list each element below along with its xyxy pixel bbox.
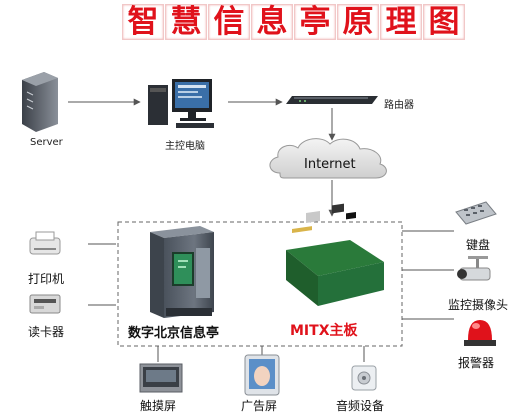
internet-label: Internet [304, 157, 356, 172]
title-char: 理 [380, 4, 422, 40]
server-label: Server [30, 137, 63, 148]
title-char: 信 [208, 4, 250, 40]
keyboard-icon [455, 201, 497, 225]
host-pc-icon [148, 79, 214, 128]
audio-icon [351, 365, 377, 391]
card-reader-label: 读卡器 [28, 325, 65, 339]
touchscreen-icon [139, 363, 183, 393]
title-char: 原 [337, 4, 379, 40]
touchscreen-label: 触摸屏 [140, 399, 177, 413]
title-char: 亭 [294, 4, 336, 40]
alarm-icon [464, 320, 496, 346]
kiosk-system-boundary [117, 221, 403, 347]
mainboard-label: MITX主板 [290, 323, 358, 339]
ad-screen-label: 广告屏 [241, 399, 278, 413]
title-char: 慧 [165, 4, 207, 40]
mainboard-icon [286, 203, 384, 306]
card-reader-icon [29, 294, 61, 314]
kiosk-label: 数字北京信息亭 [128, 326, 220, 341]
audio-label: 音频设备 [336, 399, 385, 413]
title-char: 息 [251, 4, 293, 40]
camera-label: 监控摄像头 [448, 298, 509, 312]
title-char: 图 [423, 4, 465, 40]
printer-icon [29, 231, 61, 255]
router-label: 路由器 [384, 100, 414, 111]
kiosk-icon [150, 226, 214, 318]
internet-cloud-icon [269, 138, 387, 179]
router-icon [286, 96, 378, 104]
printer-label: 打印机 [28, 272, 65, 286]
title-chars: 智 慧 信 息 亭 原 理 图 [122, 4, 465, 40]
keyboard-label: 键盘 [466, 238, 491, 252]
host-pc-label: 主控电脑 [165, 141, 205, 152]
server-icon [22, 72, 58, 132]
ad-screen-icon [244, 354, 280, 396]
alarm-label: 报警器 [458, 356, 495, 370]
camera-icon [457, 256, 491, 281]
diagram-title: 智 慧 信 息 亭 原 理 图 [0, 4, 529, 40]
title-char: 智 [122, 4, 164, 40]
